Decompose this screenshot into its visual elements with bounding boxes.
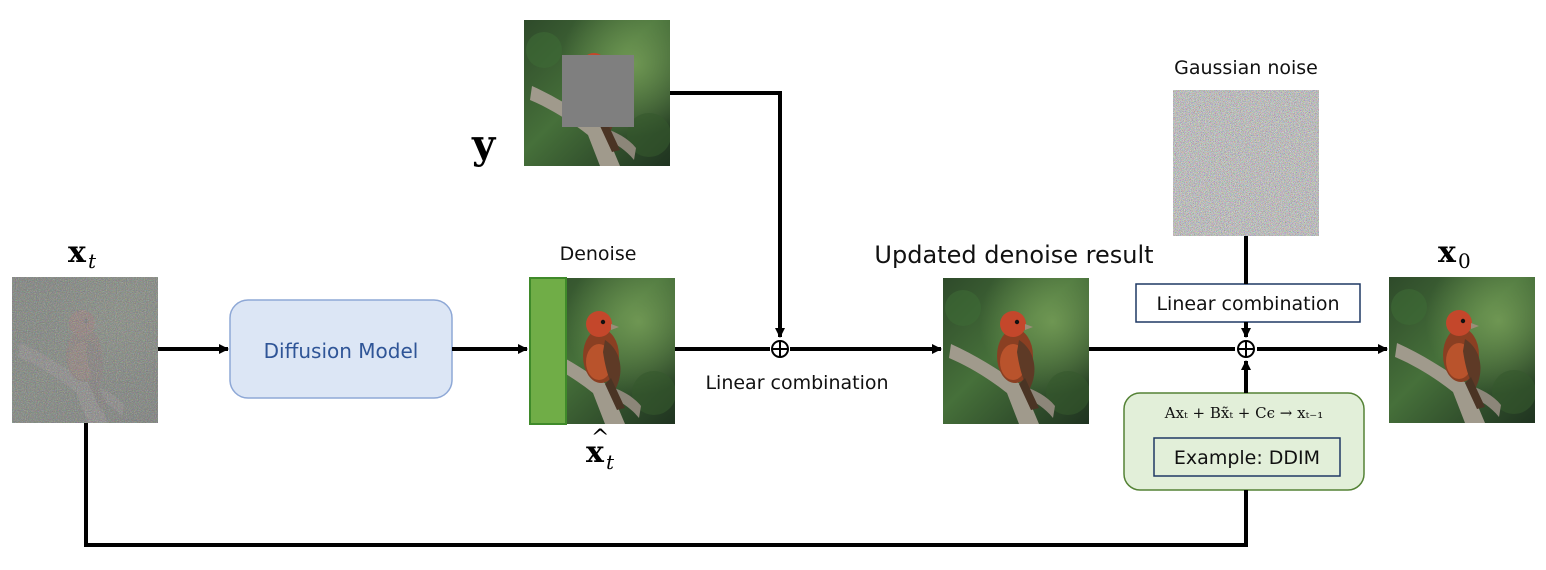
- svg-text:0: 0: [1458, 249, 1471, 273]
- svg-text:^: ^: [591, 426, 609, 451]
- svg-text:t: t: [606, 450, 615, 474]
- x0-label: x 0: [1438, 235, 1471, 273]
- arrow-y-to-sum1: [670, 91, 785, 338]
- connectors: [84, 91, 1388, 547]
- linear-combination-box: [1135, 283, 1361, 323]
- noisy-input-image: [12, 277, 158, 423]
- diffusion-model-label: Diffusion Model: [264, 339, 419, 363]
- linear-combination-label-2: Linear combination: [1156, 293, 1339, 315]
- svg-text:x: x: [586, 435, 605, 470]
- y-label: y: [471, 121, 497, 168]
- example-label: Example: DDIM: [1174, 447, 1320, 469]
- denoised-estimate-image: [529, 277, 675, 425]
- sum-node-2: [1237, 340, 1255, 358]
- masked-measurement-image: [524, 20, 670, 166]
- gray-mask: [562, 55, 634, 127]
- updated-result-image: [943, 278, 1089, 424]
- gaussian-noise-image: [1173, 90, 1319, 236]
- line-input-to-update: [84, 423, 1248, 547]
- linear-combination-label-1: Linear combination: [705, 372, 888, 394]
- denoise-label: Denoise: [560, 243, 637, 265]
- final-output-image: [1389, 277, 1535, 423]
- svg-text:x: x: [1438, 235, 1457, 270]
- svg-text:x: x: [68, 235, 87, 270]
- svg-text:t: t: [88, 249, 97, 273]
- example-box: [1153, 437, 1341, 477]
- xhat-label: x ^ t: [586, 426, 615, 474]
- sum-node-1: [771, 340, 789, 358]
- updated-denoise-result-label: Updated denoise result: [874, 241, 1153, 269]
- xt-label: x t: [68, 235, 97, 273]
- green-bar: [529, 277, 567, 425]
- gaussian-noise-label: Gaussian noise: [1174, 57, 1318, 79]
- update-formula: Axₜ + Bx̃ₜ + Cϵ → xₜ₋₁: [1164, 404, 1323, 422]
